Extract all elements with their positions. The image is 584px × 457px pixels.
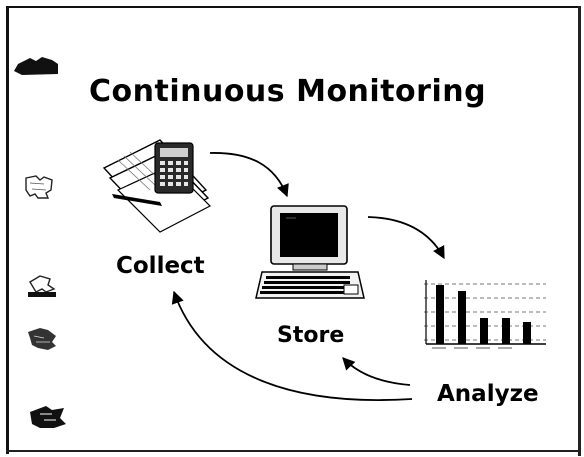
- arrow-analyze-to-collect: [171, 290, 413, 401]
- puzzle-piece-icon-1: [14, 57, 58, 75]
- bar-chart-icon: [424, 280, 546, 349]
- puzzle-piece-icon-4: [28, 328, 56, 350]
- step-label-collect: Collect: [116, 253, 205, 279]
- step-label-store: Store: [277, 323, 345, 348]
- puzzle-piece-icon-2: [25, 175, 53, 199]
- calculator-papers-icon: [102, 139, 212, 233]
- arrow-store-to-analyze: [367, 216, 445, 260]
- step-label-analyze: Analyze: [437, 381, 539, 407]
- arrow-collect-to-store: [209, 152, 289, 198]
- puzzle-piece-icon-5: [30, 406, 66, 428]
- computer-icon: [255, 205, 365, 299]
- puzzle-piece-icon-3: [28, 275, 56, 297]
- arrow-analyze-to-store: [342, 357, 411, 386]
- frame-border-top: [8, 6, 580, 8]
- slide-title: Continuous Monitoring: [89, 74, 487, 109]
- frame-border-bottom: [6, 450, 581, 452]
- frame-border-right: [578, 6, 581, 456]
- frame-border-left: [6, 6, 9, 454]
